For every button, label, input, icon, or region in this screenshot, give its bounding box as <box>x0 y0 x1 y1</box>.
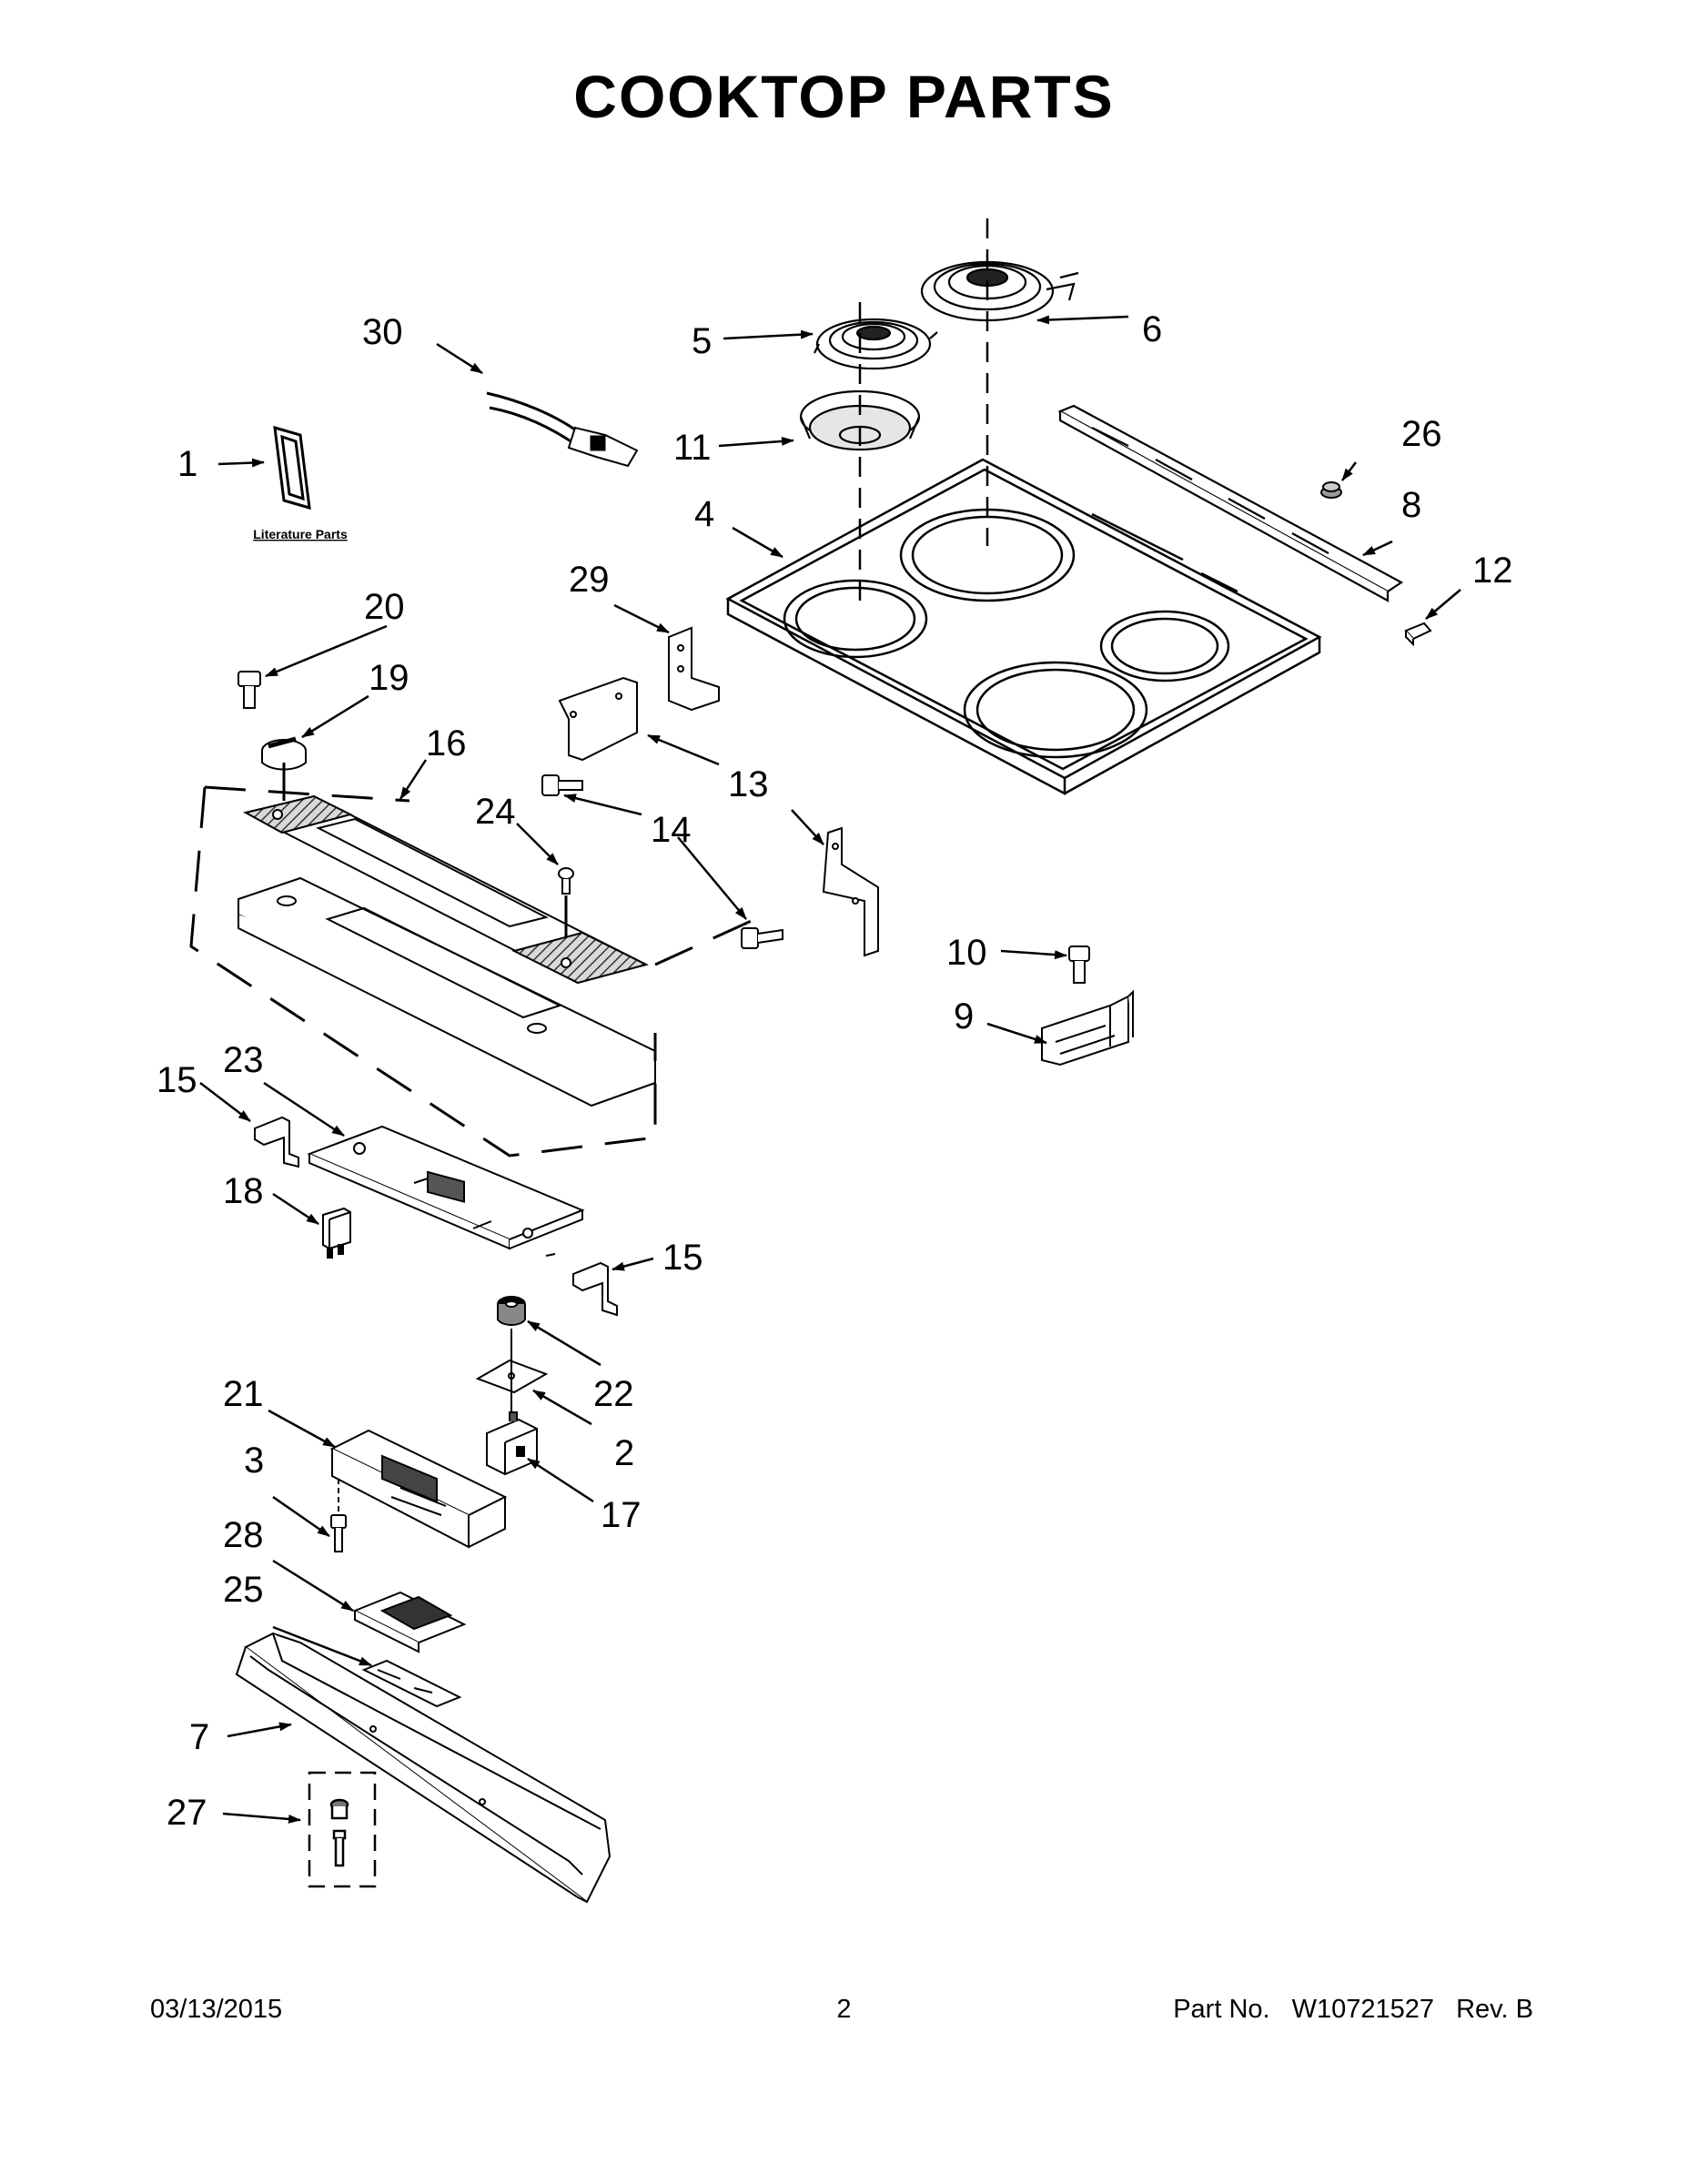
callout-12: 12 <box>1472 551 1513 591</box>
leader-arrows <box>199 315 1461 1824</box>
callout-15-right: 15 <box>662 1238 703 1278</box>
switch-18 <box>322 1207 351 1259</box>
callout-4: 4 <box>694 494 714 534</box>
bracket-29 <box>668 626 720 712</box>
screw-20 <box>238 671 261 709</box>
screw-3 <box>330 1479 347 1552</box>
control-panel-frame <box>238 876 656 1107</box>
callout-10: 10 <box>946 933 987 973</box>
callout-3: 3 <box>244 1441 264 1481</box>
callout-24: 24 <box>475 792 516 832</box>
callout-15-left: 15 <box>157 1060 197 1100</box>
screw-14-left <box>541 774 583 796</box>
callout-9: 9 <box>954 996 974 1036</box>
callout-1: 1 <box>177 444 197 484</box>
retaining-clip <box>1404 622 1432 647</box>
callout-19: 19 <box>369 658 409 698</box>
hardware-group-27 <box>308 1771 377 1888</box>
surface-element-large <box>920 260 1079 322</box>
ui-mounting-plate-23 <box>307 1125 585 1257</box>
bracket-15-right <box>572 1261 618 1317</box>
page-title: COOKTOP PARTS <box>573 63 1115 130</box>
callout-27: 27 <box>167 1793 207 1833</box>
manifold-panel-7 <box>235 1632 612 1904</box>
bracket-9 <box>1041 989 1134 1067</box>
revision: Rev. B <box>1456 1995 1533 2024</box>
callout-26: 26 <box>1401 414 1442 454</box>
callout-21: 21 <box>223 1374 264 1414</box>
screw-10 <box>1068 945 1090 984</box>
part-number: W10721527 <box>1291 1995 1435 2024</box>
screw-14-right <box>741 927 783 949</box>
bracket-15-left <box>254 1116 299 1168</box>
panel-dash-guides <box>189 763 756 1158</box>
callout-17: 17 <box>601 1495 642 1535</box>
callout-20: 20 <box>364 587 405 627</box>
part-label: Part No. <box>1173 1995 1270 2024</box>
callout-2: 2 <box>614 1433 634 1473</box>
callout-14: 14 <box>651 810 692 850</box>
switch-17 <box>486 1411 538 1476</box>
callout-5: 5 <box>692 321 712 361</box>
leveling-foot <box>1320 481 1342 499</box>
callout-11: 11 <box>673 428 712 468</box>
footer-date: 03/13/2015 <box>150 1995 283 2024</box>
callout-13: 13 <box>728 764 769 804</box>
power-cord-harness <box>486 391 639 468</box>
alignment-dash-lines <box>858 218 989 610</box>
control-board-21 <box>329 1429 508 1549</box>
callout-numbers: 1 2 3 4 5 6 7 8 9 10 11 12 13 14 15 15 1… <box>157 309 1513 1833</box>
bracket-13-right <box>822 826 879 957</box>
callout-28: 28 <box>223 1515 264 1555</box>
callout-30: 30 <box>362 312 403 352</box>
callout-16: 16 <box>426 723 467 763</box>
callout-23: 23 <box>223 1040 264 1080</box>
callout-25: 25 <box>223 1570 264 1610</box>
bracket-25 <box>361 1659 462 1708</box>
footer-part-info: Part No. W10721527 Rev. B <box>1158 1995 1533 2025</box>
surface-element-small <box>814 318 938 370</box>
control-panel-overlay-16 <box>243 794 649 985</box>
literature-parts <box>273 425 311 511</box>
callout-22: 22 <box>593 1374 634 1414</box>
literature-label: Literature Parts <box>253 527 348 541</box>
callout-18: 18 <box>223 1171 264 1211</box>
callout-29: 29 <box>569 560 610 600</box>
screw-24 <box>558 867 574 895</box>
bracket-13-left <box>558 676 638 762</box>
footer-page-number: 2 <box>836 1995 852 2024</box>
cooktop-main-top <box>725 458 1322 796</box>
display-board-28 <box>352 1591 467 1653</box>
callout-8: 8 <box>1401 485 1421 525</box>
callout-6: 6 <box>1142 309 1162 349</box>
insulator-22 <box>497 1296 526 1326</box>
rear-trim-strip <box>1057 404 1404 602</box>
callout-7: 7 <box>189 1717 209 1757</box>
